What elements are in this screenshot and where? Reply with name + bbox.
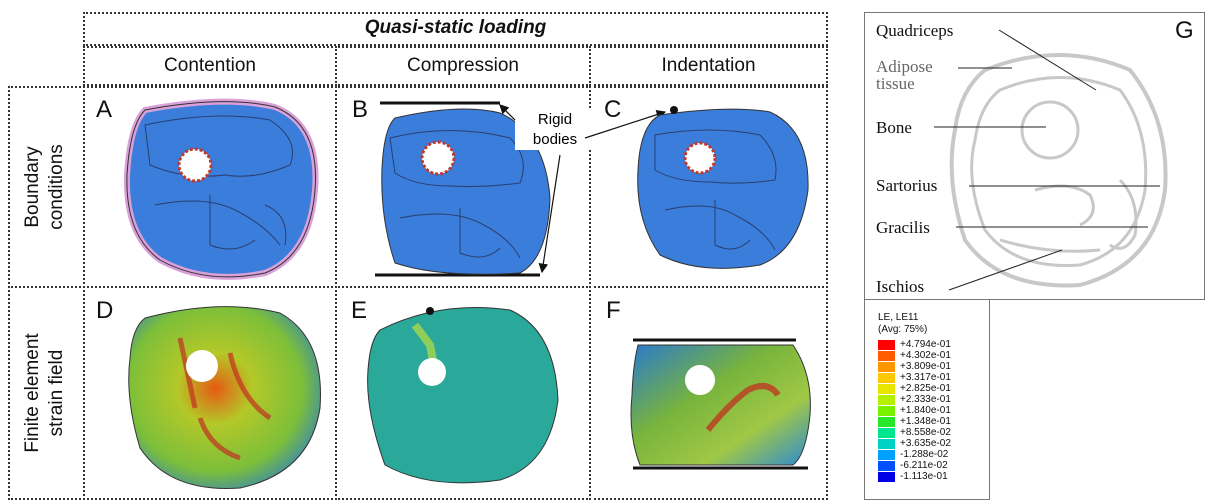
legend-swatch [878, 406, 895, 416]
legend-swatch [878, 351, 895, 361]
legend-swatch [878, 373, 895, 383]
legend-value: +2.333e-01 [900, 394, 951, 405]
panel-g-leader-lines [934, 29, 1160, 291]
anatomy-label-adipose: Adipose tissue [876, 58, 956, 92]
header-cell [83, 12, 828, 46]
legend-value: +4.302e-01 [900, 350, 951, 361]
row-label-strain-text: Finite element strain field [22, 333, 67, 453]
panel-e-strain-field [367, 307, 559, 484]
column-label-compression: Compression [407, 55, 519, 76]
legend-value: +3.635e-02 [900, 438, 951, 449]
panel-letter-b: B [352, 96, 369, 123]
anatomy-label-bone: Bone [876, 118, 912, 137]
legend: LE, LE11 (Avg: 75%) +4.794e-01+4.302e-01… [868, 306, 988, 496]
legend-box [864, 299, 990, 500]
legend-row: +4.794e-01 [868, 339, 988, 350]
panel-letter-g: G [1175, 17, 1194, 44]
legend-swatch [878, 340, 895, 350]
legend-row: +8.558e-02 [868, 427, 988, 438]
rigid-bodies-text: Rigid bodies [532, 111, 578, 148]
legend-swatch [878, 417, 895, 427]
anatomy-label-adipose-text: Adipose tissue [876, 57, 933, 93]
column-label-contention: Contention [164, 55, 256, 76]
panel-d-strain-field [128, 306, 321, 489]
legend-value: -6.211e-02 [900, 460, 948, 471]
legend-row: +2.825e-01 [868, 383, 988, 394]
legend-value: +3.317e-01 [900, 372, 951, 383]
panel-cell-f [589, 286, 828, 500]
legend-row: -1.288e-02 [868, 449, 988, 460]
legend-row: +1.348e-01 [868, 416, 988, 427]
legend-row: -6.211e-02 [868, 460, 988, 471]
anatomy-label-ischios: Ischios [876, 277, 925, 296]
rigid-bodies-label: Rigid bodies [515, 110, 595, 150]
legend-swatch [878, 450, 895, 460]
panel-letter-c: C [604, 96, 622, 123]
panel-a-thigh-mesh [123, 98, 319, 280]
legend-value: +1.840e-01 [900, 405, 951, 416]
legend-rows: +4.794e-01+4.302e-01+3.809e-01+3.317e-01… [868, 339, 988, 490]
legend-row: -1.113e-01 [868, 471, 988, 482]
legend-swatch [878, 439, 895, 449]
legend-value: +8.558e-02 [900, 427, 951, 438]
legend-title: LE, LE11 [878, 312, 919, 323]
legend-row: +2.333e-01 [868, 394, 988, 405]
panel-f-strain-field [630, 338, 811, 470]
row-label-strain-field: Finite element strain field [21, 293, 71, 493]
legend-value: -1.288e-02 [900, 449, 949, 460]
legend-row: +3.809e-01 [868, 361, 988, 372]
anatomy-label-gracilis: Gracilis [876, 218, 930, 237]
legend-swatch [878, 472, 895, 482]
rigid-bodies-arrows [499, 104, 667, 274]
legend-value: +3.809e-01 [900, 361, 951, 372]
legend-swatch [878, 461, 895, 471]
row-label-boundary-text: Boundary conditions [22, 144, 67, 230]
panel-letter-a: A [96, 96, 113, 123]
anatomy-label-sartorius: Sartorius [876, 176, 938, 195]
legend-row: +4.302e-01 [868, 350, 988, 361]
panel-letter-e: E [351, 297, 368, 324]
panel-letter-f: F [606, 297, 621, 324]
legend-swatch [878, 362, 895, 372]
row-label-boundary-conditions: Boundary conditions [21, 87, 71, 287]
legend-value: +2.825e-01 [900, 383, 951, 394]
legend-value: +4.794e-01 [900, 339, 951, 350]
column-label-indentation: Indentation [661, 55, 756, 76]
legend-subtitle: (Avg: 75%) [878, 324, 928, 335]
anatomy-label-quadriceps: Quadriceps [876, 21, 954, 40]
panel-c-thigh-mesh [637, 106, 809, 269]
legend-swatch [878, 384, 895, 394]
legend-value: +1.348e-01 [900, 416, 951, 427]
legend-swatch [878, 395, 895, 405]
legend-row: +1.840e-01 [868, 405, 988, 416]
panel-letter-d: D [96, 297, 114, 324]
column-cell-indentation [589, 46, 828, 86]
legend-row: +3.317e-01 [868, 372, 988, 383]
legend-row: +3.635e-02 [868, 438, 988, 449]
legend-swatch [878, 428, 895, 438]
figure-header-title: Quasi-static loading [364, 17, 547, 38]
panel-cell-g [864, 12, 1205, 300]
legend-value: -1.113e-01 [900, 471, 948, 482]
